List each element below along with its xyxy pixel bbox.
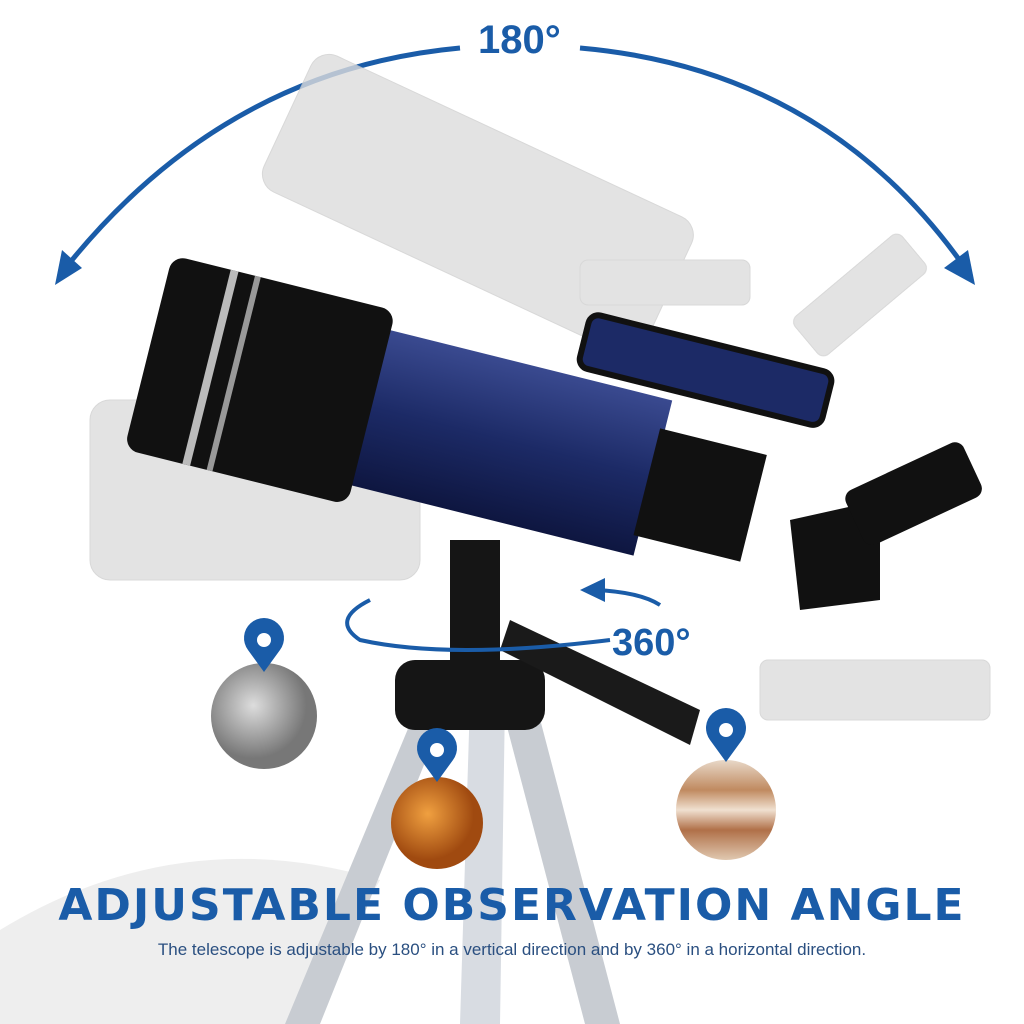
venus-planet xyxy=(391,777,483,869)
arc-arrow-icon xyxy=(58,45,973,277)
location-pin-icon xyxy=(244,618,746,782)
heading: ADJUSTABLE OBSERVATION ANGLE xyxy=(58,880,966,931)
moon-planet xyxy=(211,663,317,769)
description: The telescope is adjustable by 180° in a… xyxy=(157,940,867,959)
vertical-angle-label: 180° xyxy=(478,18,561,62)
horizontal-angle-label: 360° xyxy=(612,622,691,664)
jupiter-planet xyxy=(676,760,776,860)
main-telescope xyxy=(127,258,835,562)
